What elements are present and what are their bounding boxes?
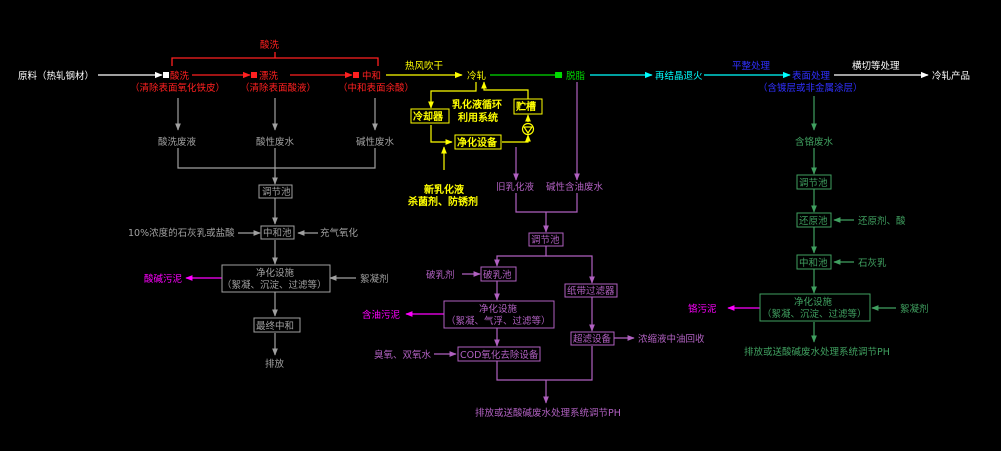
lime-or-hcl-label: 10%浓度的石灰乳或盐酸 [128,227,235,239]
degrease-step: 脱脂 [566,70,586,82]
cutting-label: 横切等处理 [852,60,900,72]
main-line [98,52,929,79]
demulsify-tank-box [480,266,517,282]
chrome-lime: 石灰乳 [858,257,887,269]
chrome-purify-detail: （絮凝、沉淀、过滤等） [762,308,867,320]
emulsion-purify-box [454,134,502,150]
oil-recovery: 浓缩液中油回收 [638,333,705,345]
acid-neutral-tank: 中和池 [263,227,292,239]
oily-outlet: 排放或送酸碱废水处理系统调节PH [475,407,621,419]
ultrafilter: 超滤设备 [573,333,612,345]
pickle-step-note: （清除表面氧化铁皮） [130,82,225,94]
cold-roll-step: 冷轧 [467,70,487,82]
acid-wastewater: 酸性废水 [256,136,295,148]
raw-material-label: 原料（热轧钢材） [18,70,94,82]
ozone-peroxide: 臭氧、双氧水 [374,349,432,361]
reductant-acid: 还原剂、酸 [858,215,906,227]
chrome-outlet: 排放或送酸碱废水处理系统调节PH [744,346,890,358]
recrystallize-step: 再结晶退火 [655,70,703,82]
oily-alkali-wastewater: 碱性含油废水 [546,181,604,193]
final-neutral-box [253,317,301,333]
pickling-bracket-label: 酸洗 [260,39,280,51]
product-label: 冷轧产品 [932,70,970,82]
cooler-box [410,108,450,124]
acid-alkali-sludge: 酸碱污泥 [144,273,183,285]
chrome-sludge: 铬污泥 [688,303,717,315]
final-neutralization: 最终中和 [256,320,294,332]
rinse-step: 漂洗 [259,70,279,82]
cod-removal-equipment: COD氧化去除设备 [460,349,539,361]
flatten-label: 平整处理 [732,60,771,72]
acid-purify-detail: （絮凝、沉淀、过滤等） [222,279,327,291]
storage-tank: 贮槽 [515,100,536,113]
paper-band-filter: 纸带过滤器 [567,285,615,297]
chrome-adjust-tank: 调节池 [799,177,828,189]
emulsion-loop-label-1: 乳化液循环 [452,98,502,111]
surface-treat-step: 表面处理 [792,70,831,82]
acid-branch-lines [175,98,378,356]
emulsion-loop-label-2: 利用系统 [458,111,498,124]
cod-removal-box [457,346,541,362]
chrome-purify-box [759,293,871,322]
cooler: 冷却器 [413,110,444,123]
ultrafilter-box [570,331,615,346]
biocide-antirust: 杀菌剂、防锈剂 [408,195,478,208]
oily-purify-title: 净化设施 [479,303,518,315]
chrome-coagulant: 絮凝剂 [900,303,929,315]
acid-discharge: 排放 [265,358,285,370]
oily-sludge: 含油污泥 [362,309,401,321]
paper-filter-box [564,283,618,298]
acid-neutral-tank-box [260,225,295,240]
acid-coagulant: 絮凝剂 [360,273,389,285]
chrome-purify-title: 净化设施 [794,296,833,308]
chrome-neutral-tank-box [796,254,832,270]
chrome-branch-lines [811,96,896,343]
chrome-wastewater: 含铬废水 [795,136,834,148]
hot-air-dry-label: 热风吹干 [405,60,443,72]
reduce-tank: 还原池 [799,215,828,227]
chrome-neutral-tank: 中和池 [799,257,828,269]
oily-branch-lines [434,82,635,404]
rinse-step-note: （清除表面酸液） [240,82,316,94]
pickle-step: 酸洗 [170,70,190,82]
emulsion-loop-lines [428,81,535,170]
demulsifier: 破乳剂 [426,269,455,281]
neutralize-step-note: （中和表面余酸） [338,82,414,94]
oily-purify-box [443,300,555,329]
acid-purify-box [221,264,331,293]
demulsify-tank: 破乳池 [483,269,512,281]
aeration-label: 充气氧化 [320,227,359,239]
waste-pickle-liquor: 酸洗废液 [158,136,197,148]
oily-adjust-tank: 调节池 [531,234,560,246]
alkali-wastewater: 碱性废水 [356,136,395,148]
oily-adjust-tank-box [528,232,564,247]
acid-adjust-tank: 调节池 [262,186,291,198]
storage-tank-box [513,98,543,115]
new-emulsion: 新乳化液 [424,183,464,196]
acid-purify-title: 净化设施 [256,267,295,279]
neutralize-step: 中和 [362,70,381,82]
acid-adjust-tank-box [258,184,293,199]
emulsion-purify: 净化设备 [457,136,498,149]
surface-treat-note: （含镀层或非金属涂层） [758,82,863,94]
oily-purify-detail: （絮凝、气浮、过滤等） [446,315,551,327]
reduce-tank-box [796,212,832,228]
chrome-adjust-tank-box [796,174,832,190]
old-emulsion: 旧乳化液 [496,181,535,193]
